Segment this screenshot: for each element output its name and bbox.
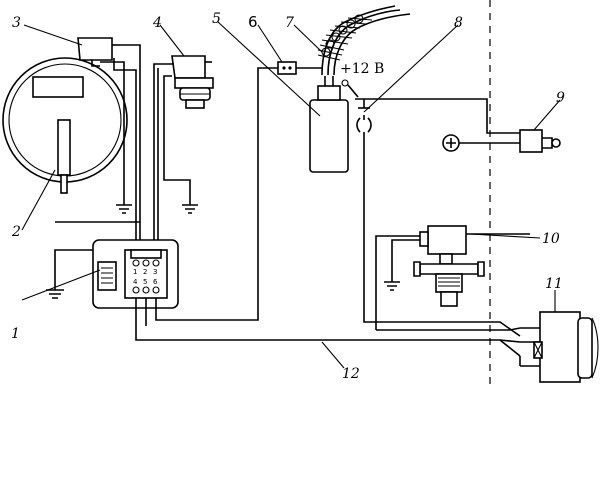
- ground-symbol-10: [384, 281, 400, 291]
- label-1: 1: [11, 326, 20, 342]
- pin-label-1: 1: [133, 268, 137, 276]
- connector-11: [520, 311, 599, 383]
- wire-harness-7: [317, 5, 411, 76]
- ground-symbol-4: [182, 204, 198, 214]
- pin-label-5: 5: [143, 278, 147, 286]
- key-switch-9: [372, 98, 561, 153]
- ground-symbol-3: [116, 204, 132, 214]
- label-8: 8: [454, 15, 463, 31]
- label-3: 3: [12, 15, 21, 31]
- ignition-coil-5: [309, 76, 349, 173]
- pin-label-3: 3: [153, 268, 157, 276]
- label-7: 7: [285, 15, 294, 31]
- ground-symbol-1: [46, 289, 64, 299]
- label-5: 5: [212, 11, 221, 27]
- relay-3: [77, 37, 120, 67]
- contact-8: [341, 79, 521, 337]
- fuse-6: [277, 61, 297, 75]
- label-2: 2: [11, 224, 21, 240]
- relay-4: [171, 55, 214, 109]
- supply-voltage-label: +12 В: [340, 61, 384, 77]
- pin-label-4: 4: [133, 278, 138, 286]
- terminal-pins: 1 2 3 4 5 6: [132, 259, 160, 294]
- leader-lines: [21, 21, 561, 369]
- pin-label-6: 6: [153, 278, 158, 286]
- label-12: 12: [342, 366, 360, 382]
- label-11: 11: [545, 276, 563, 292]
- label-6: 6: [248, 13, 258, 31]
- label-4: 4: [152, 15, 162, 31]
- solenoid-valve-10: [413, 225, 530, 307]
- pin-label-2: 2: [143, 268, 147, 276]
- label-10: 10: [542, 231, 560, 247]
- label-9: 9: [556, 90, 565, 106]
- round-gauge: [2, 57, 128, 194]
